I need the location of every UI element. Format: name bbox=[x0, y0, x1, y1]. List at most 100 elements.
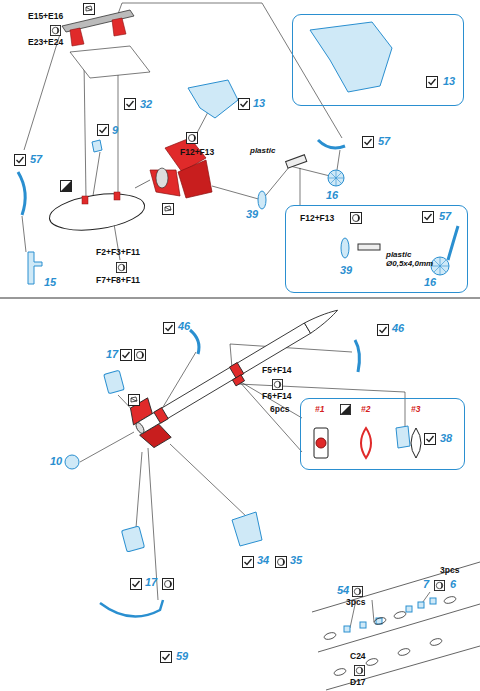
callout-number: 54 bbox=[337, 584, 349, 597]
callout-number: 34 bbox=[257, 554, 269, 567]
part-code: 3pcs bbox=[346, 598, 365, 608]
instruction-icon bbox=[187, 133, 198, 144]
part-code: F5+F14 bbox=[262, 366, 292, 376]
etched-part bbox=[190, 330, 199, 354]
rocket bbox=[232, 375, 244, 386]
etched-part bbox=[431, 257, 449, 275]
etched-part bbox=[344, 626, 350, 632]
leader-line bbox=[212, 186, 262, 200]
etched-part bbox=[104, 370, 125, 393]
hull-plate bbox=[429, 637, 442, 646]
leader-line bbox=[238, 384, 405, 428]
instruction-icon bbox=[272, 379, 282, 389]
instruction-icon bbox=[351, 213, 362, 224]
part-code: F12+F13 bbox=[300, 214, 334, 224]
instruction-icon bbox=[239, 99, 250, 110]
rocket bbox=[134, 421, 145, 434]
material-note: plastic bbox=[250, 146, 310, 155]
instruction-icon bbox=[131, 579, 142, 590]
material-note: plastic Ø0,5x4,0mm bbox=[386, 250, 446, 268]
instruction-icon bbox=[116, 262, 126, 272]
instruction-icon bbox=[434, 580, 444, 590]
leader-line bbox=[118, 3, 342, 138]
inset-box: 13 bbox=[292, 14, 464, 106]
etched-part bbox=[396, 426, 410, 448]
hull-plate bbox=[443, 595, 456, 604]
etched-part bbox=[18, 172, 25, 215]
part-code: D17 bbox=[350, 678, 366, 688]
etched-part bbox=[188, 80, 238, 118]
instruction-icon bbox=[15, 155, 26, 166]
rocket-tail bbox=[135, 138, 212, 198]
panel-divider bbox=[0, 298, 480, 299]
leader-line bbox=[238, 380, 302, 452]
callout-number: 38 bbox=[440, 432, 452, 445]
part-code: C24 bbox=[350, 652, 366, 662]
callout-number: 13 bbox=[443, 75, 455, 88]
etched-part bbox=[355, 340, 359, 372]
leader-line bbox=[22, 3, 430, 628]
drop-tank bbox=[47, 188, 147, 235]
rocket-tail bbox=[156, 168, 168, 188]
callout-number: 59 bbox=[176, 650, 188, 663]
part-code: F7+F8+F11 bbox=[96, 276, 140, 286]
callout-number: 32 bbox=[140, 98, 152, 111]
hull-plate bbox=[373, 616, 386, 625]
bracket-part bbox=[62, 10, 150, 78]
instruction-icon bbox=[340, 404, 350, 414]
etched-part bbox=[100, 600, 163, 617]
part-code: E23+E24 bbox=[28, 38, 63, 48]
hull-plate bbox=[333, 667, 346, 676]
instruction-icon bbox=[423, 212, 434, 223]
leader-line bbox=[262, 166, 330, 200]
leader-line bbox=[170, 444, 248, 518]
part-code: F6+F14 bbox=[262, 392, 292, 402]
rocket bbox=[154, 408, 168, 424]
callout-number: 7 bbox=[423, 578, 429, 591]
inset-box: F12+F135739plastic Ø0,5x4,0mm16 bbox=[285, 205, 468, 293]
callout-number: 9 bbox=[112, 124, 118, 137]
detail-view bbox=[411, 428, 421, 458]
instruction-icon bbox=[161, 652, 172, 663]
rocket-tail bbox=[135, 180, 150, 188]
callout-number: 6 bbox=[450, 578, 456, 591]
callout-number: 15 bbox=[44, 276, 56, 289]
etched-part bbox=[448, 226, 458, 260]
part-code: 6pcs bbox=[270, 405, 289, 415]
leader-line bbox=[300, 168, 301, 205]
etched-part bbox=[65, 455, 79, 469]
instruction-icon bbox=[98, 125, 109, 136]
instruction-icon bbox=[378, 325, 389, 336]
leader-line bbox=[372, 600, 374, 622]
etched-part bbox=[328, 170, 344, 186]
part-code: F2+F3+F11 bbox=[96, 248, 140, 258]
instruction-icon bbox=[84, 4, 95, 15]
bracket-part bbox=[70, 28, 84, 46]
etched-part bbox=[358, 244, 380, 250]
instruction-icon bbox=[427, 77, 438, 88]
etched-part bbox=[430, 598, 436, 604]
callout-number: 13 bbox=[253, 97, 265, 110]
etched-part bbox=[28, 252, 42, 284]
leader-line bbox=[136, 452, 142, 528]
callout-number: 17 bbox=[106, 348, 118, 361]
leader-line bbox=[84, 62, 86, 198]
etched-part bbox=[121, 526, 144, 552]
instruction-icon bbox=[61, 181, 72, 192]
callout-number: 39 bbox=[246, 208, 258, 221]
drop-tank bbox=[47, 188, 147, 235]
detail-label: #1 bbox=[315, 405, 324, 415]
etched-part bbox=[286, 155, 307, 168]
rocket bbox=[137, 323, 311, 433]
detail-label: #3 bbox=[411, 405, 420, 415]
detail-view bbox=[316, 438, 326, 448]
callout-number: 46 bbox=[392, 322, 404, 335]
rocket bbox=[125, 291, 350, 450]
etched-part bbox=[318, 140, 345, 148]
hull-plate bbox=[312, 562, 480, 690]
hull-plate bbox=[397, 647, 410, 656]
leader-line bbox=[80, 432, 134, 462]
etched-part bbox=[328, 170, 344, 186]
rocket-tail bbox=[178, 160, 212, 198]
